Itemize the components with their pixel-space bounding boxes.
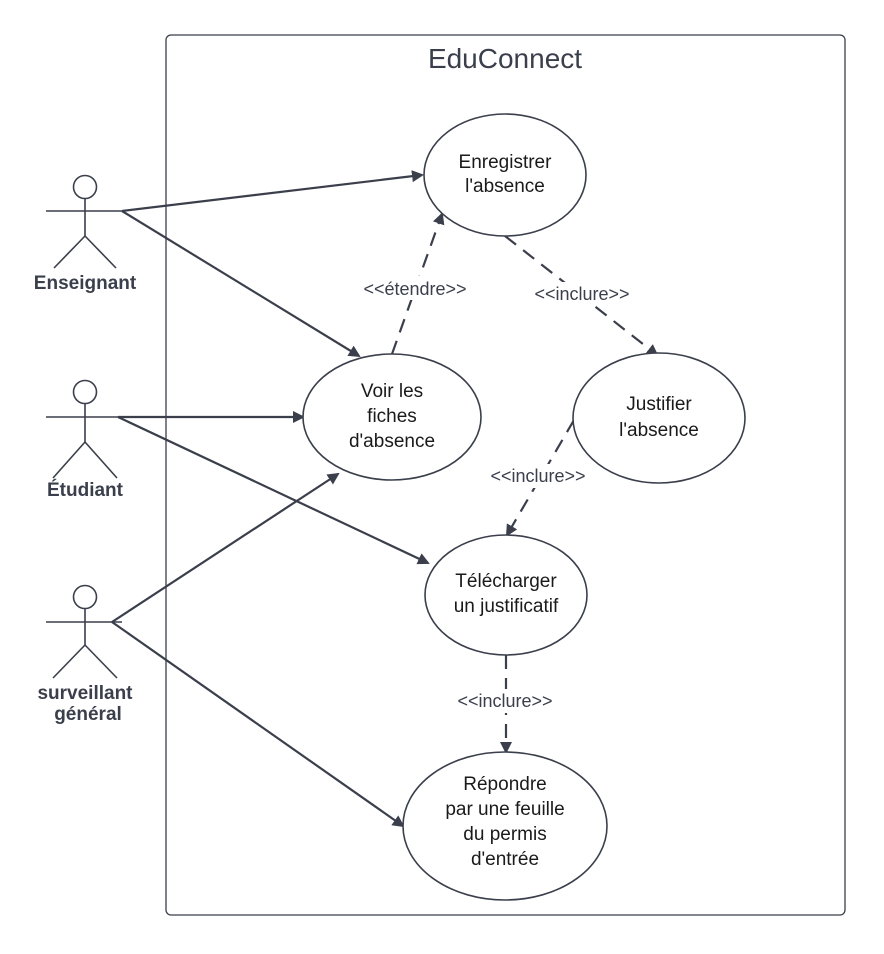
use-case-label: Voir les bbox=[361, 381, 423, 402]
actor-label: Enseignant bbox=[34, 273, 137, 294]
assoc-enseignant-enregistrer bbox=[121, 170, 424, 213]
stick-figure-icon bbox=[46, 174, 124, 269]
use-case-label: Répondre bbox=[463, 774, 546, 795]
use-case-label: d'entrée bbox=[471, 849, 539, 870]
svg-text:<<inclure>>: <<inclure>> bbox=[457, 691, 552, 711]
actor-etudiant[interactable]: Étudiant bbox=[46, 379, 124, 502]
assoc-surveillant-voir bbox=[111, 472, 340, 623]
actor-label: général bbox=[54, 704, 122, 725]
actor-enseignant[interactable]: Enseignant bbox=[34, 174, 137, 295]
stereotype-inclure-3: <<inclure>> bbox=[443, 689, 567, 713]
actor-label: Étudiant bbox=[47, 479, 124, 501]
stick-figure-icon bbox=[46, 584, 122, 679]
stereotype-inclure-2: <<inclure>> bbox=[477, 464, 599, 488]
svg-text:<<inclure>>: <<inclure>> bbox=[534, 284, 629, 304]
actor-label: surveillant bbox=[37, 683, 133, 704]
assoc-surveillant-repondre bbox=[111, 621, 405, 828]
use-case-justifier-absence[interactable]: Justifier l'absence bbox=[572, 352, 746, 484]
system-title: EduConnect bbox=[428, 43, 582, 74]
use-case-label: Enregistrer bbox=[459, 152, 553, 173]
use-case-telecharger-justificatif[interactable]: Télécharger un justificatif bbox=[424, 534, 588, 656]
use-case-label: Justifier bbox=[626, 394, 692, 415]
svg-text:<<inclure>>: <<inclure>> bbox=[490, 466, 585, 486]
use-case-label: du permis bbox=[463, 824, 546, 845]
use-case-repondre-permis[interactable]: Répondre par une feuille du permis d'ent… bbox=[402, 751, 608, 901]
use-case-label: l'absence bbox=[465, 176, 545, 197]
assoc-enseignant-voir bbox=[121, 210, 361, 358]
assoc-etudiant-telecharger bbox=[117, 416, 430, 565]
stereotype-inclure-1: <<inclure>> bbox=[521, 282, 643, 306]
actor-surveillant-general[interactable]: surveillant général bbox=[37, 584, 133, 726]
use-case-voir-fiches[interactable]: Voir les fiches d'absence bbox=[302, 353, 482, 481]
use-case-enregistrer-absence[interactable]: Enregistrer l'absence bbox=[423, 113, 587, 237]
stereotype-etendre: <<étendre>> bbox=[349, 276, 481, 300]
use-case-label: Télécharger bbox=[455, 571, 557, 592]
stick-figure-icon bbox=[46, 379, 120, 479]
use-case-label: l'absence bbox=[619, 420, 699, 441]
svg-text:<<étendre>>: <<étendre>> bbox=[363, 279, 466, 299]
use-case-label: par une feuille bbox=[445, 799, 564, 820]
use-case-label: d'absence bbox=[349, 431, 435, 452]
use-case-label: fiches bbox=[367, 406, 417, 427]
use-case-label: un justificatif bbox=[454, 596, 559, 617]
